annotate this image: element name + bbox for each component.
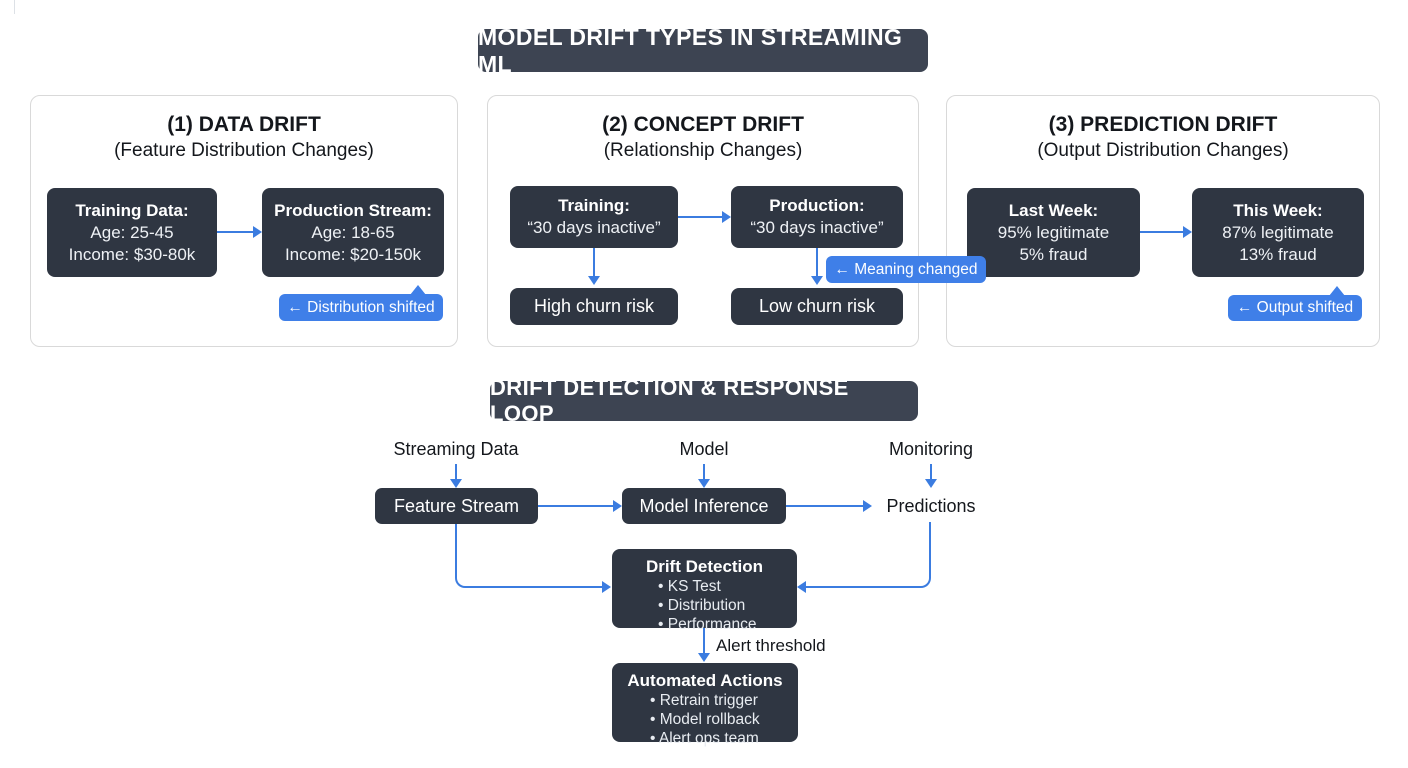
feedback-connector-left (455, 524, 603, 588)
box-header: Last Week: (1008, 200, 1099, 220)
box-line: “30 days inactive” (527, 218, 661, 237)
feedback-connector-right (802, 522, 931, 588)
panel-subtitle: (Feature Distribution Changes) (114, 140, 374, 161)
arrow-down-icon (811, 276, 823, 285)
predictions-label: Predictions (886, 496, 976, 516)
section-title-response-loop: DRIFT DETECTION & RESPONSE LOOP (490, 375, 918, 426)
arrow-right-icon (613, 500, 622, 512)
model-inference-box: Model Inference (622, 488, 786, 524)
feature-stream-box: Feature Stream (375, 488, 538, 524)
box-line: 87% legitimate (1222, 222, 1334, 242)
box-line: 5% fraud (1019, 244, 1088, 264)
panel-title: (1) DATA DRIFT (167, 113, 321, 136)
box-line: “30 days inactive” (750, 218, 884, 237)
monitoring-label: Monitoring (888, 439, 974, 459)
arrow-line (538, 505, 614, 507)
training-data-box: Training Data: Age: 25-45 Income: $30-80… (47, 188, 217, 277)
arrow-right-icon (1183, 226, 1192, 238)
arrow-line (455, 464, 457, 481)
high-churn-risk-box: High churn risk (510, 288, 678, 325)
box-header: Production: (769, 196, 865, 215)
arrow-down-icon (925, 479, 937, 488)
section-title-drift-types: MODEL DRIFT TYPES IN STREAMING ML (478, 24, 928, 77)
arrow-line (678, 216, 723, 218)
bullet-item: • Distribution (658, 597, 746, 614)
arrow-down-icon (698, 653, 710, 662)
arrow-line (593, 248, 595, 277)
box-header: This Week: (1233, 200, 1323, 220)
box-line: Age: 18-65 (311, 222, 395, 242)
arrow-right-icon (722, 211, 731, 223)
bullet-item: • KS Test (658, 578, 721, 595)
concept-production-box: Production: “30 days inactive” (731, 186, 903, 248)
box-header: Training: (558, 196, 630, 215)
box-line: Age: 25-45 (90, 222, 174, 242)
drift-detection-box: Drift Detection • KS Test • Distribution… (612, 549, 797, 633)
output-shifted-badge: ← Output shifted (1228, 286, 1362, 321)
panel-prediction-drift: (3) PREDICTION DRIFT (Output Distributio… (946, 95, 1380, 347)
distribution-shifted-badge: ← Distribution shifted (279, 285, 443, 321)
arrow-right-icon (602, 581, 611, 593)
arrow-line (1140, 231, 1184, 233)
this-week-box: This Week: 87% legitimate 13% fraud (1192, 188, 1364, 277)
bullet-item: • Performance (658, 616, 757, 633)
arrow-line (786, 505, 864, 507)
panel-subtitle: (Relationship Changes) (603, 140, 803, 161)
streaming-data-label: Streaming Data (393, 439, 519, 459)
low-churn-risk-box: Low churn risk (731, 288, 903, 325)
arrow-line (703, 464, 705, 481)
box-header: Drift Detection (645, 557, 764, 576)
panel-data-drift: (1) DATA DRIFT (Feature Distribution Cha… (30, 95, 458, 347)
alert-threshold-label: Alert threshold (716, 636, 826, 655)
panel-subtitle: (Output Distribution Changes) (1037, 140, 1289, 161)
arrow-line (816, 248, 818, 277)
bullet-item: • Alert ops team (650, 730, 759, 747)
arrow-down-icon (698, 479, 710, 488)
arrow-line (930, 464, 932, 481)
arrow-right-icon (253, 226, 262, 238)
box-header: Automated Actions (627, 671, 783, 690)
arrow-down-icon (450, 479, 462, 488)
box-line: Income: $30-80k (68, 244, 196, 264)
box-line: 95% legitimate (997, 222, 1110, 242)
arrow-line (217, 231, 254, 233)
concept-training-box: Training: “30 days inactive” (510, 186, 678, 248)
panel-title: (2) CONCEPT DRIFT (602, 113, 804, 136)
box-header: Production Stream: (274, 200, 432, 220)
arrow-right-icon (863, 500, 872, 512)
arrow-down-icon (588, 276, 600, 285)
bullet-item: • Retrain trigger (650, 692, 758, 709)
model-label: Model (679, 439, 729, 459)
automated-actions-box: Automated Actions • Retrain trigger • Mo… (612, 663, 798, 747)
box-line: Income: $20-150k (284, 244, 422, 264)
bullet-item: • Model rollback (650, 711, 760, 728)
edge-artifact (14, 0, 15, 14)
meaning-changed-badge: ← Meaning changed (826, 256, 986, 283)
production-stream-box: Production Stream: Age: 18-65 Income: $2… (262, 188, 444, 277)
arrow-line (703, 628, 705, 655)
box-header: Training Data: (75, 200, 189, 220)
panel-concept-drift: (2) CONCEPT DRIFT (Relationship Changes)… (487, 95, 986, 347)
panel-title: (3) PREDICTION DRIFT (1048, 113, 1278, 136)
box-line: 13% fraud (1239, 244, 1317, 264)
last-week-box: Last Week: 95% legitimate 5% fraud (967, 188, 1140, 277)
arrow-left-icon (797, 581, 806, 593)
